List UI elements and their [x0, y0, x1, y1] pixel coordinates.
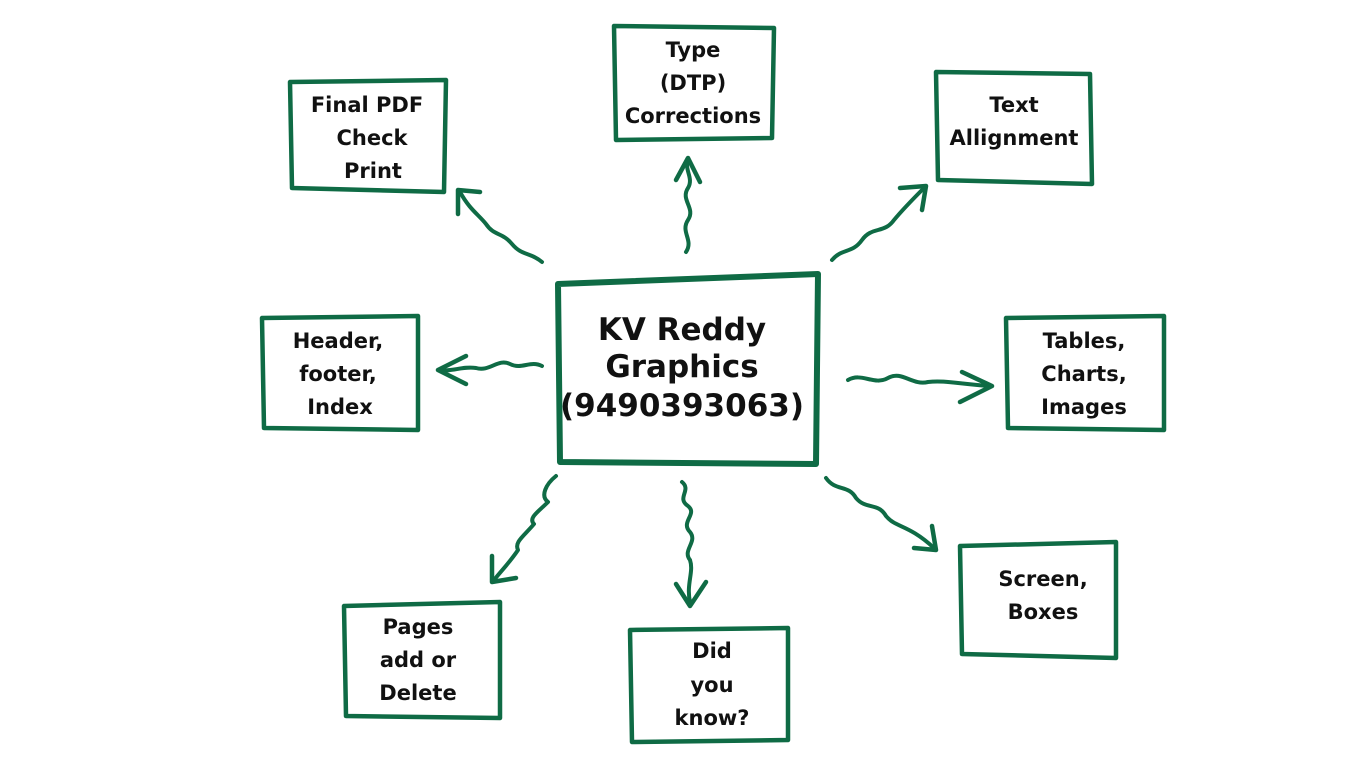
pages-line-2: add or [380, 648, 457, 672]
connector-arrows [435, 155, 995, 609]
center-line-3: (9490393063) [560, 388, 804, 424]
arrow-head-did-you-know [673, 579, 709, 609]
arrow-to-text-alignment [830, 186, 926, 262]
did-you-know-line-2: you [690, 673, 733, 697]
arrow-to-did-you-know [680, 480, 695, 604]
center-line-2: Graphics [605, 349, 758, 385]
node-did-you-know: Did you know? [675, 639, 750, 730]
final-pdf-line-1: Final PDF [311, 93, 423, 117]
arrow-head-header-footer [435, 353, 469, 387]
type-dtp-line-1: Type [666, 38, 721, 62]
arrow-to-type-dtp [683, 158, 693, 254]
pages-line-3: Delete [379, 681, 456, 705]
text-alignment-line-2: Allignment [950, 126, 1079, 150]
box-screen-boxes [957, 539, 1119, 661]
arrow-to-screen-boxes [824, 476, 936, 550]
type-dtp-line-2: (DTP) [660, 71, 726, 95]
arrow-head-text-alignment [897, 183, 929, 213]
node-pages: Pages add or Delete [379, 615, 457, 705]
did-you-know-line-1: Did [692, 639, 732, 663]
box-type-dtp [611, 23, 777, 143]
arrow-head-pages [489, 553, 519, 585]
type-dtp-line-3: Corrections [625, 104, 761, 128]
arrow-head-screen-boxes [911, 523, 939, 553]
box-did-you-know [627, 625, 791, 745]
node-screen-boxes: Screen, Boxes [998, 567, 1087, 624]
tables-charts-line-3: Images [1041, 395, 1127, 419]
center-line-1: KV Reddy [598, 312, 766, 348]
box-final-pdf [287, 77, 449, 195]
node-text-alignment: Text Allignment [950, 93, 1079, 150]
box-tables-charts [1003, 313, 1167, 433]
arrow-to-header-footer [438, 360, 544, 373]
box-header-footer [259, 313, 421, 433]
tables-charts-line-2: Charts, [1041, 362, 1126, 386]
box-center [555, 271, 821, 467]
final-pdf-line-3: Print [344, 159, 402, 183]
arrow-to-tables-charts [846, 373, 992, 388]
final-pdf-line-2: Check [336, 126, 408, 150]
node-header-footer: Header, footer, Index [293, 329, 384, 419]
center-label: KV Reddy Graphics (9490393063) [560, 312, 804, 424]
arrow-to-final-pdf [458, 190, 544, 264]
header-footer-line-1: Header, [293, 329, 384, 353]
header-footer-line-2: footer, [299, 362, 377, 386]
node-type-dtp: Type (DTP) Corrections [625, 38, 761, 128]
header-footer-line-3: Index [307, 395, 373, 419]
node-tables-charts: Tables, Charts, Images [1041, 329, 1127, 419]
box-pages [341, 599, 503, 721]
screen-boxes-line-2: Boxes [1008, 600, 1079, 624]
tables-charts-line-1: Tables, [1043, 329, 1126, 353]
arrow-to-pages [492, 474, 558, 582]
pages-line-1: Pages [383, 615, 454, 639]
node-final-pdf: Final PDF Check Print [311, 93, 423, 183]
text-alignment-line-1: Text [989, 93, 1038, 117]
did-you-know-line-3: know? [675, 706, 750, 730]
node-boxes [259, 23, 1167, 745]
arrow-head-type-dtp [673, 155, 703, 185]
box-text-alignment [933, 69, 1095, 187]
screen-boxes-line-1: Screen, [998, 567, 1087, 591]
arrow-head-tables-charts [957, 369, 995, 405]
arrow-head-final-pdf [455, 187, 483, 217]
